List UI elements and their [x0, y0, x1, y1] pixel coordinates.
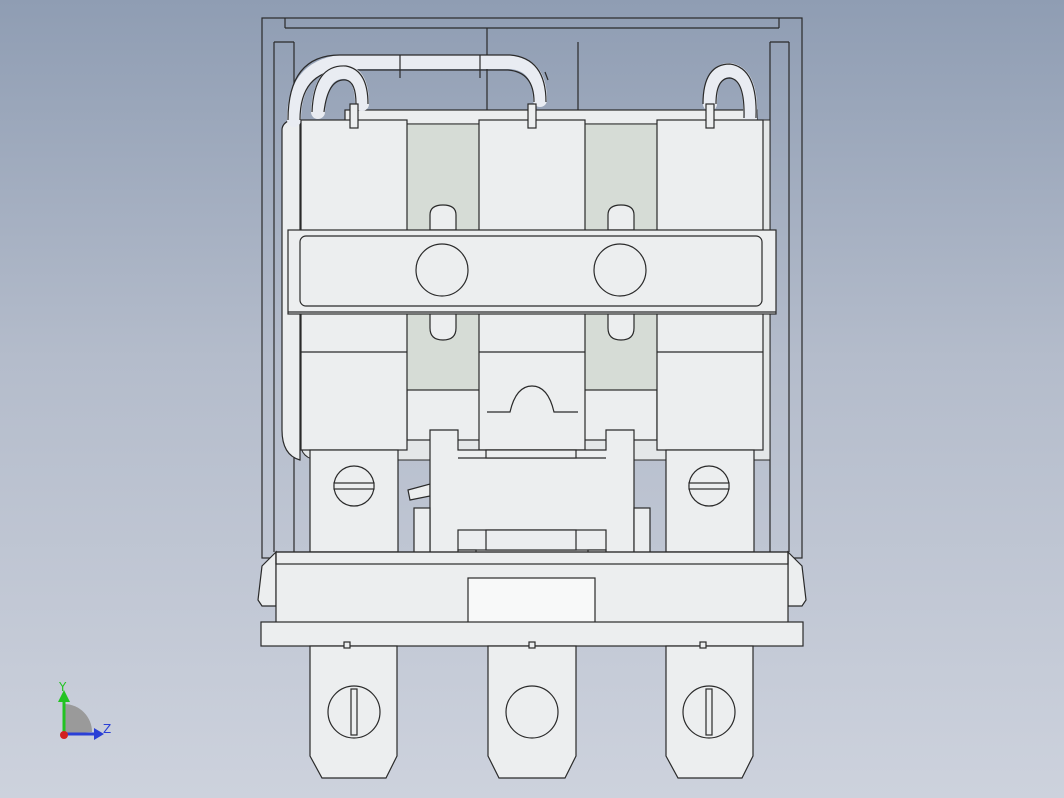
base-plate: [257, 550, 807, 647]
z-axis-label: Z: [103, 722, 111, 736]
center-connector: [413, 429, 651, 567]
spade-terminals: [309, 641, 754, 779]
axis-triad: Y Z: [58, 680, 111, 740]
armature-bracket: [287, 204, 777, 341]
wire-harness: [287, 54, 758, 127]
y-axis-label: Y: [58, 680, 67, 694]
screw-terminals: [309, 449, 755, 553]
origin-dot: [60, 731, 68, 739]
